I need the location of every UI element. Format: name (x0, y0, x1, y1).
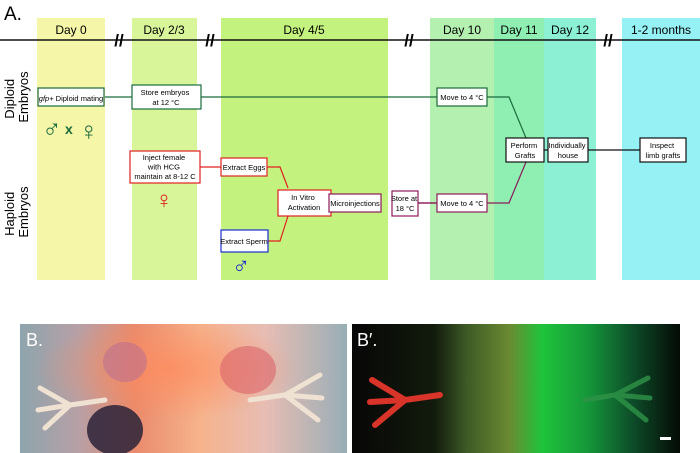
break-mark-2: // (205, 31, 215, 50)
male-symbol-haploid-icon: ♂ (232, 253, 250, 280)
box-extract-sperm: Extract Sperm (220, 229, 269, 253)
panel-b-photo: B. (20, 324, 347, 453)
break-mark-4: // (603, 31, 613, 50)
box-move-diploid: Move to 4 °C (436, 87, 488, 107)
svg-text:In Vitro Activation: In Vitro Activation (288, 193, 321, 212)
day-label-0: Day 0 (55, 23, 87, 37)
row-label-haploid: Haploid Embryos (2, 186, 31, 238)
female-symbol-diploid-icon: ♀ (79, 116, 99, 146)
limb-right-b-prime (582, 375, 653, 423)
svg-text:Move to 4 °C: Move to 4 °C (440, 93, 484, 102)
svg-text:Move to 4 °C: Move to 4 °C (440, 199, 484, 208)
box-move-haploid: Move to 4 °C (436, 193, 488, 213)
svg-text:Microinjections: Microinjections (330, 199, 380, 208)
day-label-2: Day 4/5 (283, 23, 325, 37)
box-perform-grafts: Perform Grafts (505, 137, 545, 163)
svg-text:gfp+ Diploid mating: gfp+ Diploid mating (39, 94, 103, 103)
box-diploid-mating: gfp+ Diploid mating (37, 87, 105, 107)
day-label-1: Day 2/3 (143, 23, 185, 37)
day-label-5: Day 12 (551, 23, 589, 37)
panel-label-a: A. (4, 4, 22, 25)
panel-label-b: B. (26, 330, 43, 350)
svg-text:Store at 18 °C: Store at 18 °C (391, 194, 419, 213)
cross-symbol: x (65, 121, 73, 137)
svg-text:Extract Sperm: Extract Sperm (220, 237, 268, 246)
limb-left-b-prime (367, 377, 443, 428)
haploid-connectors (200, 166, 289, 242)
day-column-3 (430, 18, 494, 280)
female-symbol-haploid-icon: ♀ (155, 187, 173, 214)
limb-left-b (35, 385, 108, 431)
day-column-0 (37, 18, 105, 280)
box-individually-house: Individually house (547, 137, 589, 163)
box-extract-eggs: Extract Eggs (220, 157, 268, 177)
male-symbol-diploid-icon: ♂ (42, 114, 62, 144)
svg-text:Perform Grafts: Perform Grafts (511, 141, 540, 160)
break-mark-1: // (114, 31, 124, 50)
limb-right-b (247, 372, 325, 423)
panel-label-b-prime: B′. (357, 330, 377, 350)
svg-text:Extract Eggs: Extract Eggs (223, 163, 266, 172)
box-store-18: Store at 18 °C (391, 190, 419, 217)
break-mark-3: // (404, 31, 414, 50)
box-inject-female: Inject female with HCG maintain at 8-12 … (129, 150, 201, 184)
svg-text:Store embryos at 12 °C: Store embryos at 12 °C (141, 88, 192, 107)
diploid-connectors (105, 96, 527, 139)
svg-text:Inject female with HCG: Inject female with HCG maintain at 8-12 … (134, 153, 196, 181)
day-label-4: Day 11 (500, 23, 537, 37)
box-in-vitro-activation: In Vitro Activation (277, 189, 332, 217)
day-label-6: 1-2 months (631, 23, 691, 37)
day-column-1 (132, 18, 197, 280)
box-store-embryos: Store embryos at 12 °C (131, 84, 202, 110)
day-label-3: Day 10 (443, 23, 481, 37)
svg-text:Individually house: Individually house (548, 141, 587, 160)
box-inspect-limb-grafts: Inspect limb grafts (639, 137, 687, 163)
box-microinjections: Microinjections (328, 193, 382, 213)
panel-b-prime-photo: B′. (352, 324, 680, 453)
row-label-diploid: Diploid Embryos (2, 71, 31, 123)
scale-bar (660, 437, 671, 440)
svg-text:Inspect limb grafts: Inspect limb grafts (646, 141, 681, 160)
